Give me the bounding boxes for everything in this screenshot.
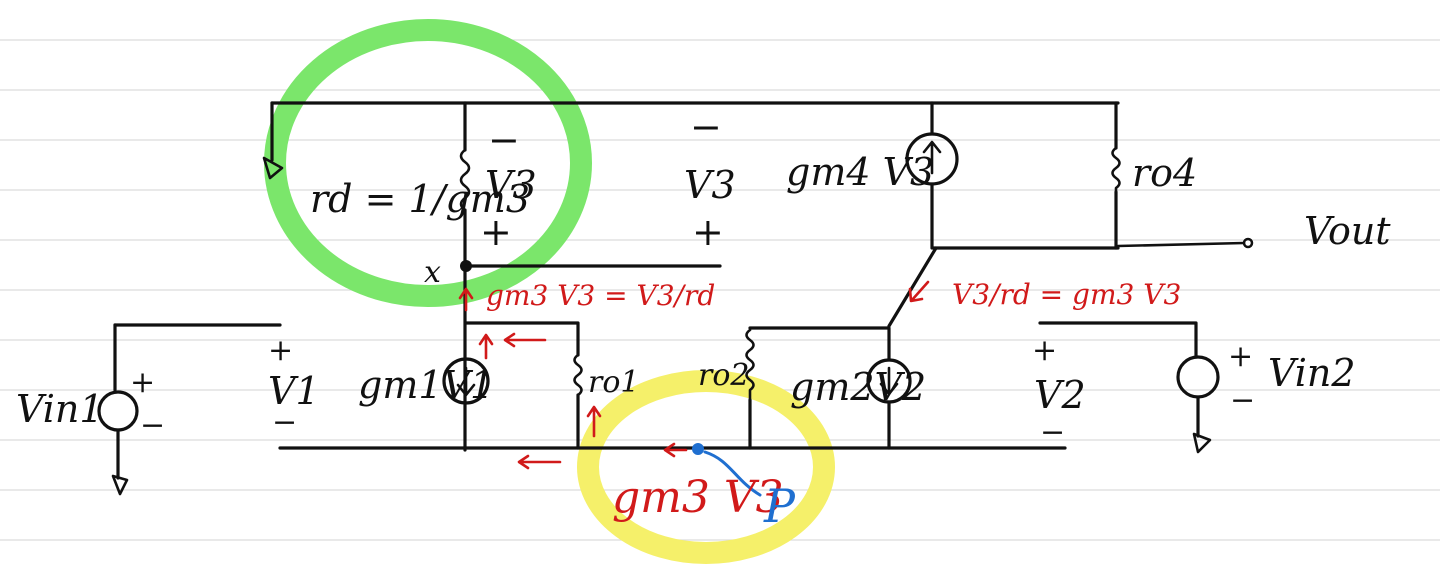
v2-top-wire <box>1038 321 1198 358</box>
gm4-wire <box>930 101 1120 250</box>
rd-label: rd = 1/gm3 <box>310 177 530 221</box>
gm1v1-label: gm1V1 <box>358 363 494 407</box>
ground-symbol-vin2 <box>1192 432 1212 454</box>
ruled-lines <box>0 39 1440 541</box>
v3-left-plus: + <box>480 210 512 254</box>
v3rd-eq-label: V3/rd = gm3 V3 <box>952 278 1181 311</box>
yellow-highlight-circle <box>577 370 835 564</box>
ground-symbol-top-left <box>262 156 284 180</box>
gm4v3-label: gm4 V3 <box>786 150 934 194</box>
v1-minus: − <box>272 405 297 440</box>
gm4-current-source <box>905 132 959 186</box>
gm3v3-bottom-label: gm3 V3 <box>612 472 784 523</box>
v2-plus: + <box>1032 333 1057 368</box>
vout-label: Vout <box>1304 209 1391 253</box>
v2-minus: − <box>1040 415 1065 450</box>
ro1-label: ro1 <box>588 365 640 400</box>
ro1-top-wire <box>464 321 580 357</box>
gm1-current-source <box>442 357 490 405</box>
vin1-plus: + <box>130 365 155 400</box>
gm4-arrow <box>922 140 942 175</box>
v3-mid-plus: + <box>692 210 724 254</box>
gm3v3-eq-label: gm3 V3 = V3/rd <box>486 279 715 312</box>
ro4-resistor <box>1111 146 1121 194</box>
red-arrow-up-gm1 <box>478 333 494 360</box>
gm2v2-label: gm2V2 <box>790 365 926 409</box>
diagonal-link <box>887 246 938 328</box>
v1-label: V1 <box>268 369 320 413</box>
ro2-resistor <box>745 328 755 402</box>
v1-plus: + <box>268 333 293 368</box>
red-arrow-left-gm1 <box>503 332 547 348</box>
ro2-top-wire <box>748 326 890 450</box>
red-arrow-left-p <box>663 442 688 458</box>
vout-terminal <box>1242 237 1254 249</box>
vin1-minus: − <box>140 408 165 443</box>
v3-mid-label: V3 <box>684 163 736 207</box>
red-arrow-left-bottom <box>517 454 562 470</box>
vin2-minus: − <box>1230 383 1255 418</box>
vin2-label: Vin2 <box>1268 351 1356 395</box>
node-p-dot <box>692 443 704 455</box>
red-arrow-diag <box>908 280 930 303</box>
node-p-label: P <box>763 479 796 533</box>
red-arrow-up-x <box>458 287 474 312</box>
v3-left-label: V3 <box>485 163 537 207</box>
p-pointer-curve <box>703 450 762 497</box>
vout-wire <box>1116 241 1246 248</box>
gm2-arrow <box>879 366 899 396</box>
red-arrow-up-ro1 <box>586 405 602 438</box>
gm1-arrow <box>456 366 476 397</box>
ground-symbol-vin1 <box>111 474 129 496</box>
vin2-plus: + <box>1228 339 1253 374</box>
v3-left-minus: − <box>488 118 520 162</box>
vin2-source <box>1176 355 1220 399</box>
vin1-label: Vin1 <box>16 387 104 431</box>
v3-mid-minus: − <box>690 105 722 149</box>
ro4-label: ro4 <box>1132 151 1197 195</box>
rd-resistor <box>459 148 471 212</box>
node-x-label: x <box>424 255 441 290</box>
ro1-resistor <box>573 353 583 397</box>
v2-label: V2 <box>1034 373 1086 417</box>
ro2-label: ro2 <box>698 358 750 393</box>
